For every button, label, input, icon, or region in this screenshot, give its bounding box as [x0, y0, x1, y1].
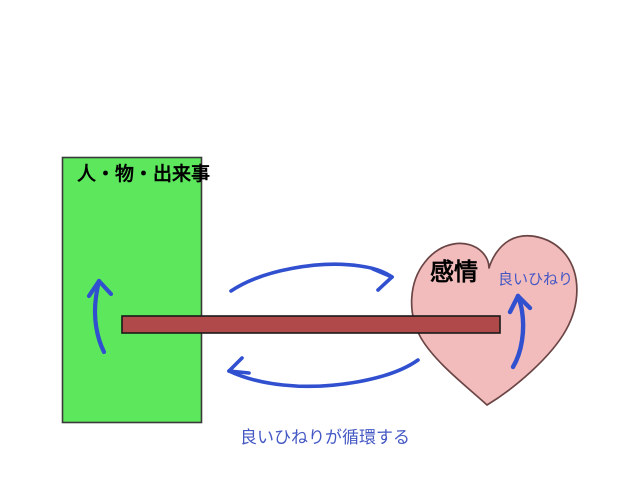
bottom-arrow-heart-to-green-icon — [227, 356, 420, 389]
diagram-caption: 良いひねりが循環する — [240, 428, 410, 448]
green-box-label: 人・物・出来事 — [77, 163, 211, 185]
top-arrow-green-to-heart-icon — [229, 262, 394, 293]
heart-label: 感情 — [430, 258, 478, 286]
heart-up-arrow-icon — [507, 293, 533, 370]
green-box-up-arrow-icon — [86, 278, 114, 355]
heart-note-label: 良いひねり — [498, 270, 574, 288]
red-bar-shape — [121, 315, 501, 334]
green-box-shape — [61, 156, 203, 424]
